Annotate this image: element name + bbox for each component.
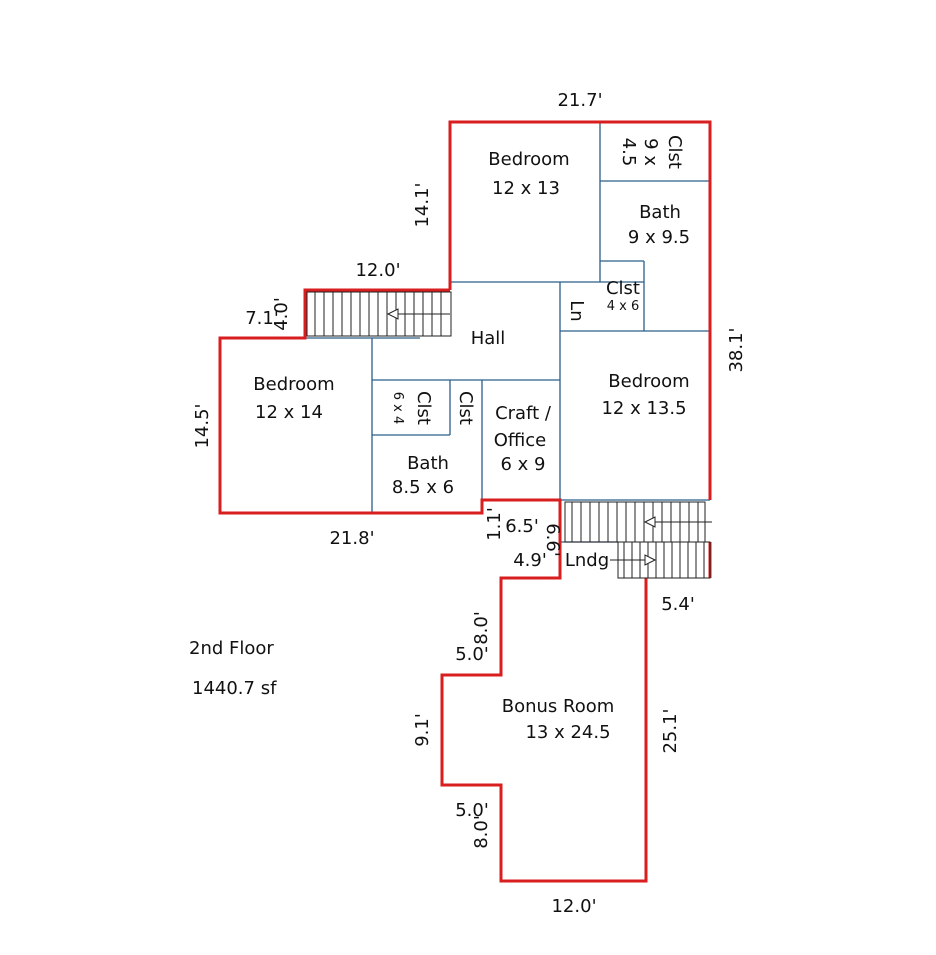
- room-size-bath-ne: 9 x 9.5: [628, 227, 690, 248]
- room-name-bedroom-w: Bedroom: [253, 374, 334, 395]
- room-size-bonus: 13 x 24.5: [525, 722, 610, 743]
- room-size-clst-ne-a: 9 x: [640, 138, 661, 166]
- room-name-clst-ne: Clst: [664, 135, 685, 169]
- stair-west: [306, 291, 452, 337]
- dim-notch-v: 1.1': [484, 507, 505, 541]
- dim-bottom-left: 21.8': [329, 528, 374, 549]
- dim-bonus-lower-h: 5.0': [455, 800, 489, 821]
- dim-bonus-lower-v: 8.0': [471, 815, 492, 849]
- room-name-clst-mid: Clst: [606, 278, 640, 299]
- room-name-clst-small: Clst: [455, 391, 476, 425]
- room-name-clst-w: Clst: [413, 391, 434, 425]
- dim-left-vertical: 14.5': [192, 403, 213, 448]
- staircases: [306, 291, 712, 579]
- dim-bonus-upper-h: 5.0': [455, 644, 489, 665]
- dim-bonus-mid-v: 9.1': [412, 713, 433, 747]
- dim-upper-left-vertical: 14.1': [412, 182, 433, 227]
- floor-area: 1440.7 sf: [192, 678, 277, 699]
- dim-step-h: 7.1': [245, 308, 279, 329]
- room-name-craft-a: Craft /: [495, 403, 552, 424]
- floor-name: 2nd Floor: [189, 638, 274, 659]
- room-size-clst-mid: 4 x 6: [607, 299, 640, 314]
- room-name-craft-b: Office: [494, 430, 547, 451]
- dim-bonus-bottom: 12.0': [551, 896, 596, 917]
- dim-notch-v2: 6.6': [542, 523, 563, 557]
- dim-step-v: 4.0': [271, 297, 292, 331]
- dim-top: 21.7': [557, 90, 602, 111]
- room-size-bedroom-ne: 12 x 13: [492, 178, 560, 199]
- room-name-hall: Hall: [471, 328, 506, 349]
- room-name-bath-w: Bath: [407, 453, 449, 474]
- room-name-bedroom-ne: Bedroom: [488, 149, 569, 170]
- stair-landing: [610, 541, 711, 579]
- room-name-lndg: Lndg: [565, 550, 609, 571]
- dim-stair-top: 12.0': [355, 260, 400, 281]
- dim-bonus-upper-v: 8.0': [471, 611, 492, 645]
- room-name-bedroom-e: Bedroom: [608, 371, 689, 392]
- room-name-ln: Ln: [566, 300, 587, 321]
- dim-notch-h: 6.5': [505, 516, 539, 537]
- room-name-bath-ne: Bath: [639, 202, 681, 223]
- dim-landing-right: 5.4': [661, 594, 695, 615]
- stair-east: [564, 501, 712, 543]
- dim-bonus-right-v: 25.1': [660, 708, 681, 753]
- room-name-bonus: Bonus Room: [502, 696, 615, 717]
- room-size-bedroom-e: 12 x 13.5: [601, 398, 686, 419]
- room-size-clst-w: 6 x 4: [390, 392, 405, 425]
- dim-right-vertical: 38.1': [726, 327, 747, 372]
- room-size-bedroom-w: 12 x 14: [255, 402, 323, 423]
- room-size-clst-ne-b: 4.5: [618, 138, 639, 167]
- dim-notch-h2: 4.9': [513, 550, 547, 571]
- room-size-bath-w: 8.5 x 6: [392, 477, 454, 498]
- room-size-craft: 6 x 9: [501, 454, 546, 475]
